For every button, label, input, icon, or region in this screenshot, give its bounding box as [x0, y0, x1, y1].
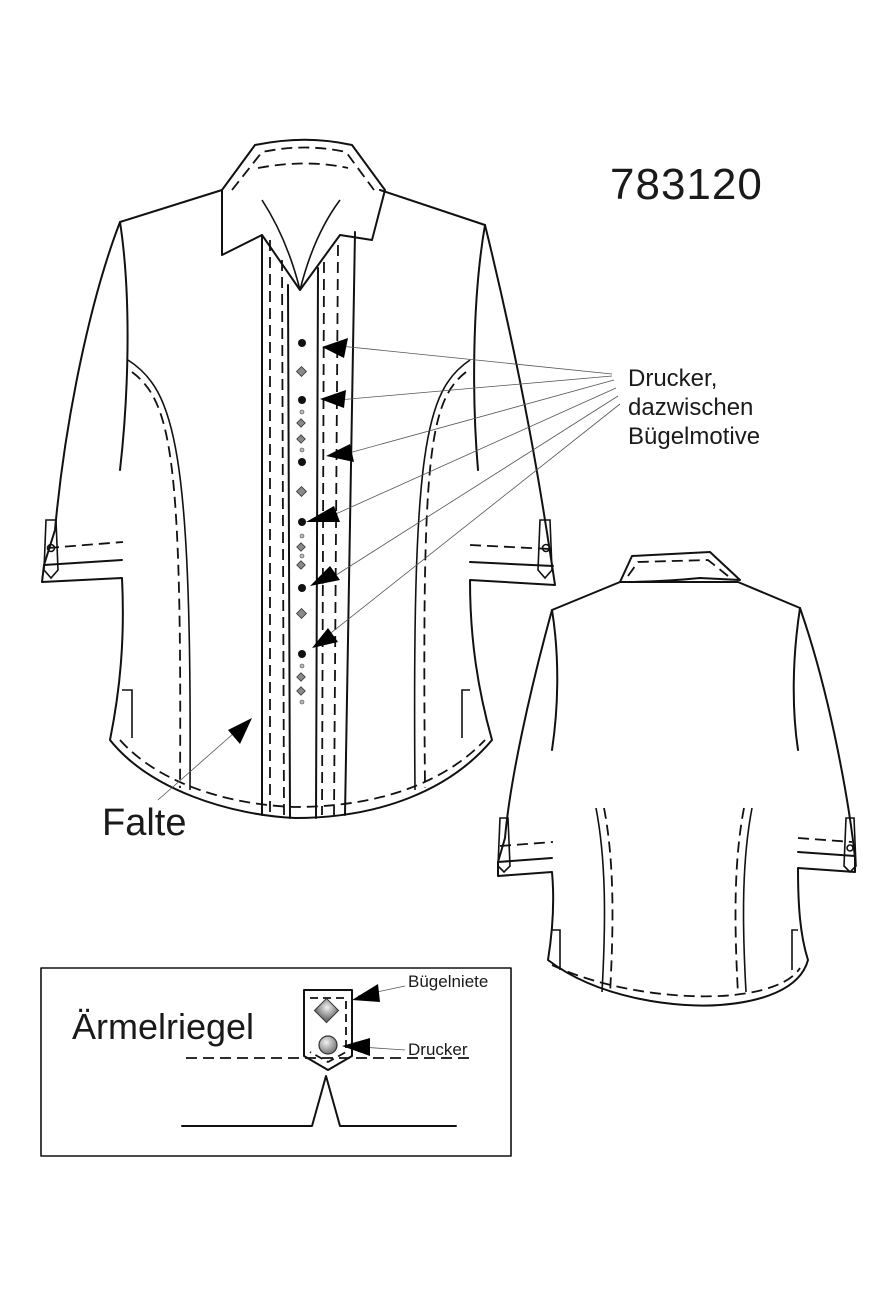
placket-right-edge — [344, 231, 356, 816]
callout-arrowheads — [306, 338, 354, 648]
left-princess-seam — [127, 359, 191, 791]
back-left-tab — [497, 817, 511, 874]
left-side-vent — [122, 689, 133, 738]
snap-motif-callout: Drucker, dazwischen Bügelmotive — [628, 364, 760, 451]
inset-tab — [303, 989, 353, 1071]
back-left-vent — [552, 929, 561, 970]
back-left-armhole — [551, 609, 559, 751]
callout-leaders — [317, 345, 621, 641]
inset-tab-stitch — [309, 997, 347, 1064]
inset-rivet — [313, 997, 340, 1024]
inset-rivet-arrowhead — [352, 984, 380, 1002]
motif — [299, 409, 305, 415]
snap-4 — [298, 518, 306, 526]
button-stand-edge — [315, 267, 319, 819]
motif — [299, 447, 305, 453]
right-sleeve-hem — [469, 561, 554, 567]
left-cuff-stitch — [47, 541, 124, 549]
pleat-arrowhead — [228, 718, 252, 744]
back-right-seam — [742, 807, 753, 993]
back-right-tab-button — [846, 844, 854, 852]
callout-line-3: Bügelmotive — [628, 423, 761, 450]
inset-rivet-label: Bügelniete — [408, 972, 489, 991]
back-collar-stitch — [627, 559, 729, 577]
inset-snap-arrowhead — [342, 1038, 370, 1056]
motif — [299, 699, 305, 705]
left-sleeve-hem — [43, 559, 123, 566]
motif — [296, 560, 306, 570]
motif — [296, 434, 306, 444]
inset-snap — [318, 1035, 338, 1055]
back-left-cuff-stitch — [499, 841, 554, 847]
motif — [299, 663, 305, 669]
collar-stitch — [231, 146, 375, 191]
collar-band-stitch — [257, 162, 349, 169]
snap-2 — [298, 396, 306, 404]
motif — [299, 533, 305, 539]
back-right-seam-stitch — [734, 807, 745, 995]
callout-line-2: dazwischen — [628, 394, 754, 421]
button-stand — [287, 284, 291, 819]
snap-and-motif-column — [295, 339, 308, 705]
right-princess-seam — [413, 359, 471, 791]
motif — [296, 672, 306, 682]
inset-sleeve-edge — [181, 1075, 457, 1127]
right-side-vent — [461, 689, 470, 738]
front-view — [41, 138, 621, 819]
placket-stitch-2 — [281, 259, 285, 816]
back-left-seam — [595, 807, 606, 993]
right-princess-stitch — [423, 371, 467, 789]
back-right-armhole — [792, 607, 801, 751]
snap-1 — [298, 339, 306, 347]
right-armhole-seam — [473, 224, 486, 471]
right-tab-button — [541, 543, 551, 553]
front-collar — [221, 138, 386, 291]
back-right-vent — [791, 929, 798, 970]
sleeve-tab-inset — [40, 967, 512, 1157]
style-number: 783120 — [610, 160, 763, 209]
right-cuff-stitch — [469, 544, 551, 550]
back-right-sleeve-hem — [797, 851, 856, 857]
pleat-label: Falte — [102, 802, 187, 844]
motif — [295, 607, 308, 620]
motif — [299, 553, 305, 559]
back-collar — [619, 551, 741, 583]
left-tab-button — [46, 543, 56, 553]
snap-3 — [298, 458, 306, 466]
callout-line-1: Drucker, — [628, 365, 718, 392]
snap-6 — [298, 650, 306, 658]
inset-frame — [40, 967, 512, 1157]
back-body-outline — [497, 581, 856, 1007]
motif — [295, 485, 308, 498]
left-princess-stitch — [131, 371, 182, 789]
back-right-tab — [843, 817, 857, 874]
left-armhole-seam — [119, 221, 129, 471]
placket-stitch-3 — [321, 261, 325, 816]
back-hem-stitch — [551, 964, 801, 998]
right-sleeve-tab — [537, 519, 553, 580]
neck-opening — [261, 199, 341, 291]
front-hem-stitch — [119, 739, 486, 808]
motif — [296, 686, 306, 696]
motif — [296, 542, 306, 552]
left-sleeve-tab — [43, 519, 59, 580]
motif — [296, 418, 306, 428]
inset-snap-label: Drucker — [408, 1040, 468, 1059]
snap-5 — [298, 584, 306, 592]
back-left-sleeve-hem — [497, 857, 553, 863]
back-left-seam-stitch — [603, 807, 614, 995]
placket-stitch-4 — [333, 244, 339, 816]
inset-title: Ärmelriegel — [72, 1006, 255, 1047]
back-view — [497, 551, 857, 1007]
back-right-cuff-stitch — [797, 837, 853, 843]
pleat-leader — [157, 725, 243, 801]
motif — [295, 365, 308, 378]
